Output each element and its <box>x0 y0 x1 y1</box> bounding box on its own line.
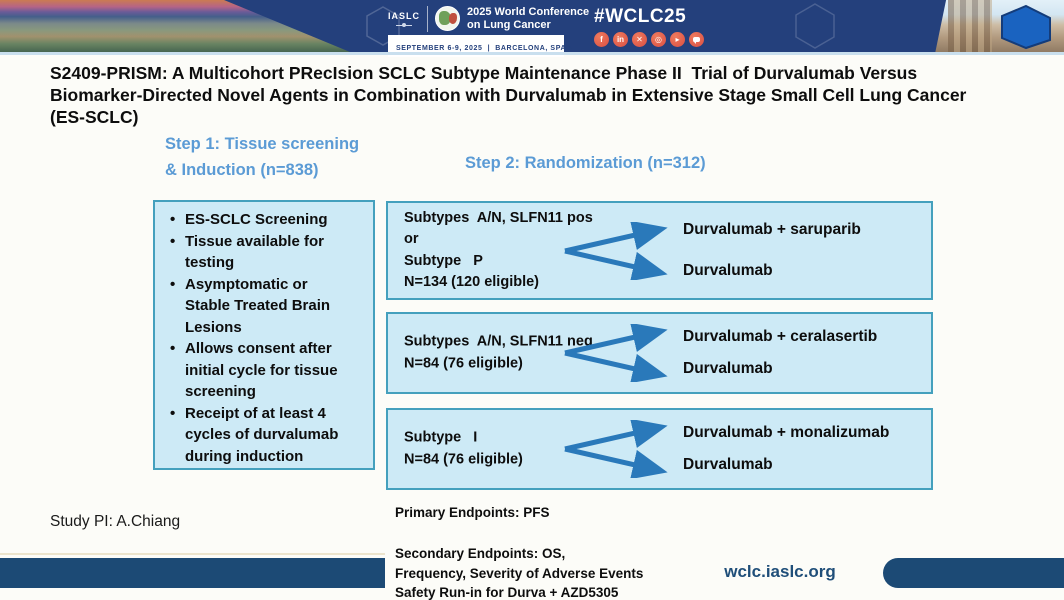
study-pi: Study PI: A.Chiang <box>50 513 181 530</box>
conference-name: 2025 World Conference on Lung Cancer <box>467 6 590 31</box>
treatment-arm: Durvalumab <box>683 360 773 377</box>
wclc-logo-group: IASLC 2025 World Conference on Lung Canc… <box>388 5 589 57</box>
treatment-arms: Durvalumab + monalizumab Durvalumab <box>683 410 889 488</box>
barcelona-park-photo <box>0 0 350 52</box>
randomization-box-subtype-an-slfn11-neg: Subtypes A/N, SLFN11 neg N=84 (76 eligib… <box>386 312 933 394</box>
facebook-icon[interactable]: f <box>594 32 609 47</box>
treatment-arm: Durvalumab + monalizumab <box>683 424 890 441</box>
step1-header: Step 1: Tissue screening & Induction (n=… <box>165 135 360 179</box>
screening-criteria-box: ES-SCLC Screening Tissue available for t… <box>153 200 375 470</box>
footer-bar-left <box>0 558 385 588</box>
conference-banner: IASLC 2025 World Conference on Lung Canc… <box>0 0 1064 57</box>
primary-endpoints: Primary Endpoints: PFS <box>395 505 550 520</box>
iaslc-logo-text: IASLC <box>388 11 420 21</box>
conference-hashtag: #WCLC25 <box>594 6 687 27</box>
cohort-label: Subtypes A/N, SLFN11 neg N=84 (76 eligib… <box>404 333 593 372</box>
randomization-split-arrows <box>564 221 668 280</box>
footer-bar-right <box>883 558 1064 588</box>
treatment-arms: Durvalumab + ceralasertib Durvalumab <box>683 314 877 392</box>
chat-icon[interactable] <box>689 32 704 47</box>
randomization-box-subtype-i: Subtype I N=84 (76 eligible) Durvalumab … <box>386 408 933 490</box>
list-item: Tissue available for testing <box>167 231 339 274</box>
linkedin-icon[interactable]: in <box>613 32 628 47</box>
treatment-arm: Durvalumab <box>683 261 773 279</box>
wclc-globe-logo-icon <box>435 6 460 31</box>
treatment-arm: Durvalumab <box>683 456 773 473</box>
list-item: ES-SCLC Screening <box>167 209 339 231</box>
hexagon-accent-decoration <box>1001 4 1051 50</box>
randomization-split-arrows <box>564 420 668 478</box>
treatment-arm: Durvalumab + saruparib <box>683 221 861 239</box>
footer-divider-line <box>0 553 385 555</box>
randomization-box-subtype-an-slfn11-pos: Subtypes A/N, SLFN11 pos or Subtype P N=… <box>386 201 933 300</box>
iaslc-logo: IASLC <box>388 11 420 27</box>
cohort-label: Subtype I N=84 (76 eligible) <box>404 429 523 468</box>
conference-date-location: SEPTEMBER 6-9, 2025 | BARCELONA, SPAIN <box>388 35 574 57</box>
hexagon-outline-decoration <box>366 6 400 46</box>
secondary-endpoints: Secondary Endpoints: OS, Frequency, Seve… <box>395 546 644 600</box>
social-icons-row: f in ✕ ◎ ▸ <box>594 32 704 47</box>
banner-underline <box>0 52 1064 55</box>
randomization-split-arrows <box>564 324 668 382</box>
hexagon-outline-decoration <box>795 3 835 49</box>
list-item: Receipt of at least 4 cycles of durvalum… <box>167 403 339 468</box>
x-twitter-icon[interactable]: ✕ <box>632 32 647 47</box>
iaslc-emblem-icon <box>396 21 412 27</box>
treatment-arm: Durvalumab + ceralasertib <box>683 328 878 345</box>
instagram-icon[interactable]: ◎ <box>651 32 666 47</box>
list-item: Asymptomatic or Stable Treated Brain Les… <box>167 274 339 339</box>
logo-divider <box>427 5 428 32</box>
screening-criteria-list: ES-SCLC Screening Tissue available for t… <box>167 209 363 467</box>
youtube-icon[interactable]: ▸ <box>670 32 685 47</box>
step2-header: Step 2: Randomization (n=312) <box>465 154 706 172</box>
cohort-label: Subtypes A/N, SLFN11 pos or Subtype P N=… <box>404 209 593 291</box>
slide-title: S2409-PRISM: A Multicohort PRecIsion SCL… <box>50 63 967 127</box>
list-item: Allows consent after initial cycle for t… <box>167 338 339 403</box>
treatment-arms: Durvalumab + saruparib Durvalumab <box>683 203 861 298</box>
website-link[interactable]: wclc.iaslc.org <box>724 562 836 581</box>
